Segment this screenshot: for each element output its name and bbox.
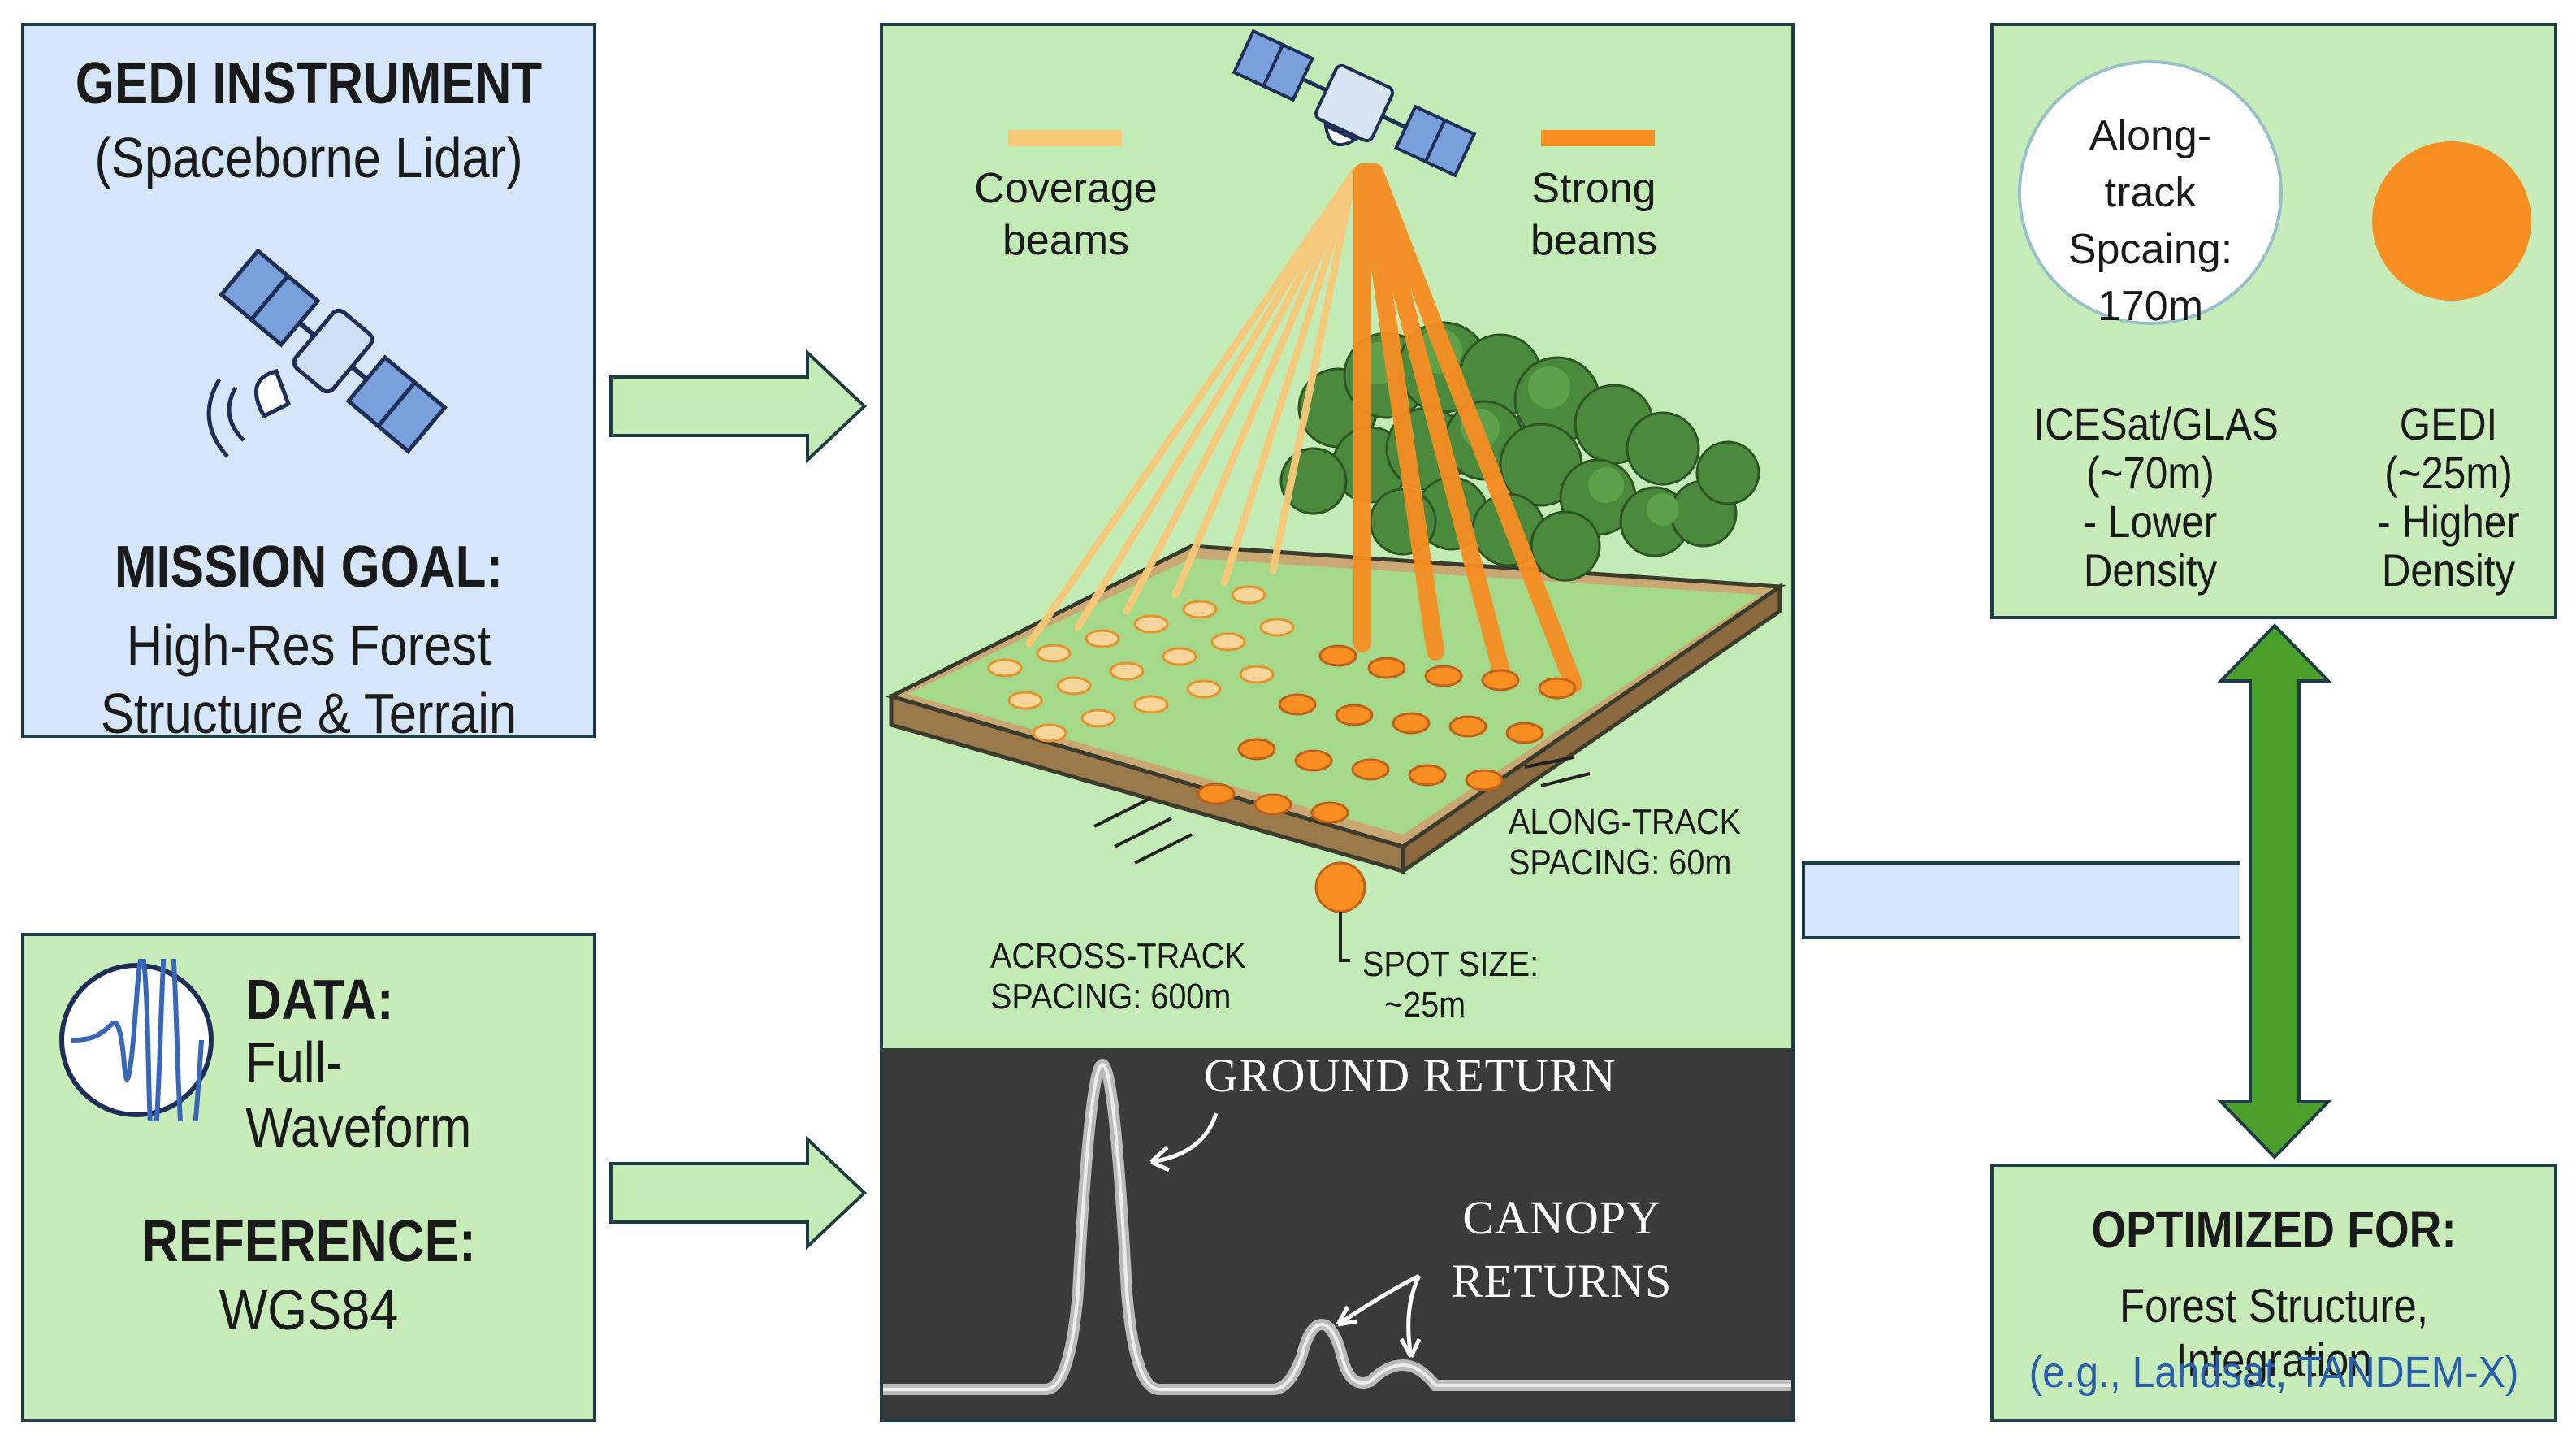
mission-goal-line2: Structure & Terrain <box>100 682 517 745</box>
gedi-line3: - Higher <box>2377 496 2520 547</box>
spot-size-annotation: SPOT SIZE: ~25m <box>1362 944 1539 1025</box>
mission-goal-line1: High-Res Forest <box>126 613 491 677</box>
gedi-text: GEDI (~25m) - Higher Density <box>2356 400 2542 595</box>
satellite-icon <box>206 248 448 458</box>
mission-goal-label: MISSION GOAL: <box>114 535 504 600</box>
spot-line2: ~25m <box>1384 985 1466 1025</box>
icesat-line2: (~70m) <box>2086 447 2214 498</box>
across-line2: SPACING: 600m <box>990 977 1232 1017</box>
across-line1: ACROSS-TRACK <box>990 936 1246 976</box>
strong-line1: Strong <box>1531 165 1656 212</box>
data-box: DATA: Full-Waveform REFERENCE: WGS84 <box>21 933 596 1422</box>
gedi-footprint-circle <box>2372 141 2531 301</box>
along-track-circle-text: Along- track Spcaing: 170m <box>2018 107 2283 335</box>
optimized-for-box: OPTIMIZED FOR: Forest Structure, Integra… <box>1990 1164 2557 1422</box>
circle-line1: Along- <box>2089 112 2212 159</box>
along-track-circle <box>2018 60 2283 325</box>
strong-beam-swatch <box>1541 130 1655 146</box>
icesat-line4: Density <box>2083 544 2218 596</box>
canopy-line2: RETURNS <box>1452 1255 1673 1307</box>
circle-line2: track <box>2104 169 2197 216</box>
coverage-line2: beams <box>1002 217 1130 264</box>
across-track-annotation: ACROSS-TRACK SPACING: 600m <box>990 936 1246 1017</box>
along-line2: SPACING: 60m <box>1509 843 1732 882</box>
instrument-subtitle: (Spaceborne Lidar) <box>94 126 523 189</box>
gedi-line4: Density <box>2381 544 2516 596</box>
circle-line3: Spcaing: <box>2067 226 2233 273</box>
beam-scene <box>885 28 1786 962</box>
canopy-returns-label: CANOPY RETURNS <box>1452 1186 1672 1313</box>
spacing-comparison-box: Along- track Spcaing: 170m ICESat/GLAS (… <box>1990 23 2557 619</box>
coverage-line1: Coverage <box>974 165 1158 212</box>
strong-line2: beams <box>1530 217 1658 264</box>
coverage-beams-label: Coverage beams <box>948 163 1184 267</box>
arrow-right-bottom <box>609 1136 867 1250</box>
ground-return-label: GROUND RETURN <box>1204 1049 1617 1102</box>
gedi-line1: GEDI <box>2399 398 2498 449</box>
reference-label: REFERENCE: <box>141 1209 476 1274</box>
along-line1: ALONG-TRACK <box>1509 802 1742 842</box>
optimized-value: Forest Structure, Integration <box>2119 1280 2429 1387</box>
instrument-title: GEDI INSTRUMENT <box>75 51 543 116</box>
optimized-label: OPTIMIZED FOR: <box>2091 1200 2457 1259</box>
coverage-beam-swatch <box>1008 130 1122 146</box>
waveform-icon <box>59 959 214 1121</box>
gedi-line2: (~25m) <box>2384 447 2513 498</box>
spot-size-marker <box>1314 861 1366 913</box>
optimized-example: (e.g., Landsat, TANDEM-X) <box>2028 1348 2519 1397</box>
data-label: DATA: <box>245 968 394 1031</box>
along-track-annotation: ALONG-TRACK SPACING: 60m <box>1509 802 1741 883</box>
icesat-text: ICESat/GLAS (~70m) - Lower Density <box>2033 398 2279 596</box>
strong-beams-label: Strong beams <box>1476 163 1712 267</box>
satellite-top-icon <box>1232 28 1477 178</box>
data-value: Full-Waveform <box>245 1030 472 1159</box>
connector-bar <box>1802 861 2240 939</box>
arrow-right-top <box>609 349 867 463</box>
gedi-instrument-box: GEDI INSTRUMENT (Spaceborne Lidar) MISSI… <box>21 23 596 745</box>
canopy-line1: CANOPY <box>1462 1191 1661 1244</box>
reference-value: WGS84 <box>219 1278 399 1342</box>
icesat-line1: ICESat/GLAS <box>2033 398 2279 449</box>
circle-line4: 170m <box>2097 283 2204 330</box>
spot-line1: SPOT SIZE: <box>1362 944 1539 984</box>
gedi-beam-illustration: Coverage beams Strong beams <box>880 23 1795 1422</box>
mission-goal-text: High-Res Forest Structure & Terrain <box>58 611 559 748</box>
double-arrow-vertical <box>2218 623 2331 1160</box>
waveform-plot <box>883 1058 1791 1395</box>
waveform-panel: GROUND RETURN CANOPY RETURNS <box>883 1048 1791 1419</box>
icesat-line3: - Lower <box>2083 496 2218 547</box>
